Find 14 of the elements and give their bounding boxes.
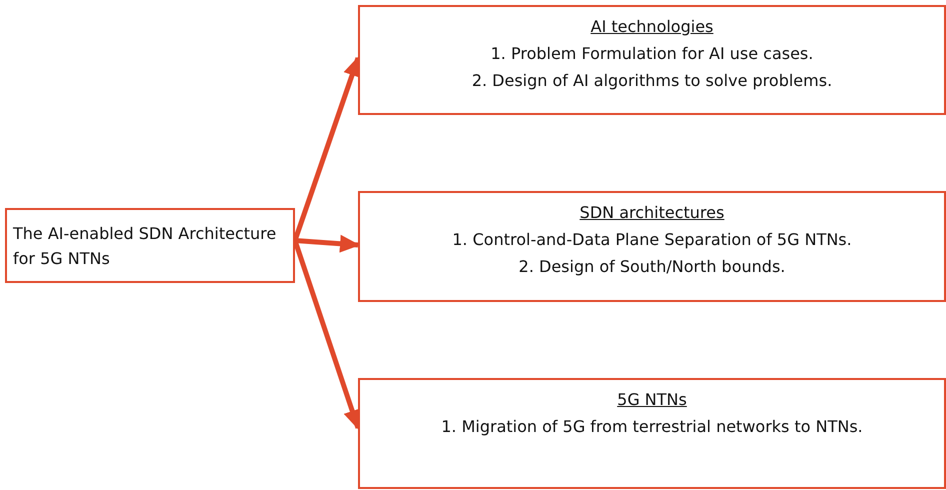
box-heading: 5G NTNs <box>617 389 687 411</box>
list-item: 1. Problem Formulation for AI use cases. <box>490 43 814 65</box>
topic-box <box>358 378 946 489</box>
topic-box <box>358 191 946 302</box>
box-text: The AI-enabled SDN Architecture for 5G NTNs <box>13 222 278 270</box>
list-item: 2. Design of AI algorithms to solve problems. <box>472 70 832 92</box>
root-box <box>5 208 295 283</box>
arrow <box>294 234 360 253</box>
topic-box <box>358 5 946 115</box>
box-heading: SDN architectures <box>580 202 724 224</box>
box-heading: AI technologies <box>590 16 714 38</box>
list-item: 1. Control-and-Data Plane Separation of 5G NTNs. <box>452 229 852 251</box>
list-item: 1. Migration of 5G from terrestrial networks to NTNs. <box>441 416 863 438</box>
list-item: 2. Design of South/North bounds. <box>518 256 786 278</box>
